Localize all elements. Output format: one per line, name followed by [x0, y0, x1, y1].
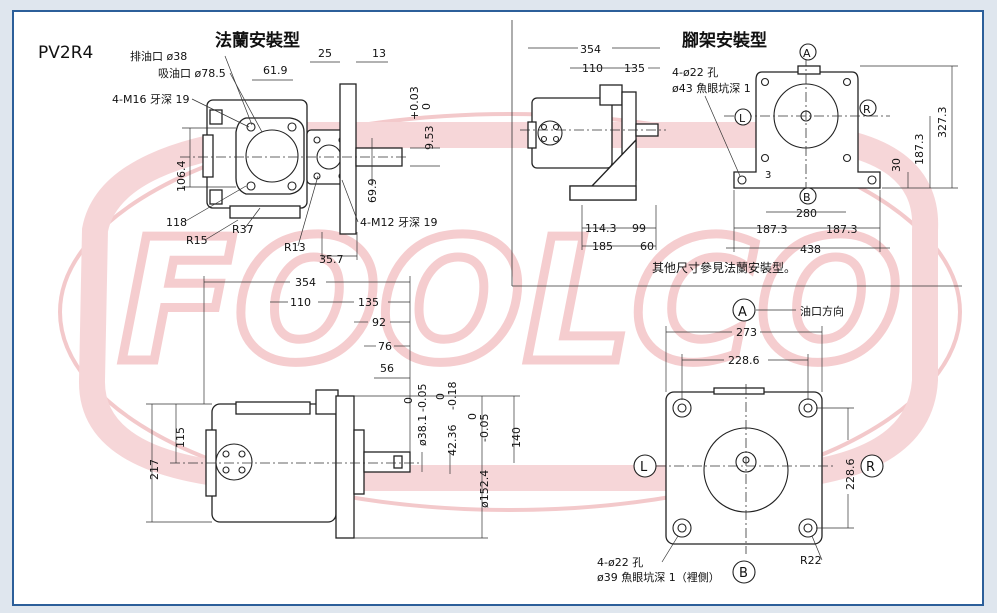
dim-69-9: 69.9 [366, 179, 379, 204]
foot-port-b: B [803, 191, 811, 204]
foot-dim-327-3: 327.3 [936, 107, 949, 139]
suction-port-label: 吸油口 ø78.5 [158, 66, 226, 80]
foot-dim-280: 280 [796, 207, 817, 220]
end-counterbore-label: ø39 魚眼坑深 1（裡側） [597, 570, 720, 584]
side-shaft-tol-lo: -0.05 [416, 384, 429, 412]
side-view: 354 110 135 92 76 56 217 115 0 -0.05 ø38… [146, 276, 523, 539]
side-dim-354: 354 [295, 276, 316, 289]
end-port-b: B [739, 566, 748, 581]
side-pilot-dia: ø152.4 [478, 470, 491, 508]
side-dim-115: 115 [174, 427, 187, 448]
foot-port-a: A [803, 47, 811, 60]
foot-dim-110: 110 [582, 62, 603, 75]
foot-port-l: L [739, 112, 746, 125]
foot-dim-135: 135 [624, 62, 645, 75]
foot-dim-185: 185 [592, 240, 613, 253]
dim-106-4: 106.4 [175, 161, 188, 193]
foot-dim-60: 60 [640, 240, 654, 253]
flange-mount-title: 法蘭安裝型 [215, 30, 300, 51]
foot-dim-187-3-v: 187.3 [913, 134, 926, 166]
foot-dim-99: 99 [632, 222, 646, 235]
side-key-dim: 42.36 [446, 425, 459, 457]
side-dim-110: 110 [290, 296, 311, 309]
foot-dim-3: 3 [765, 170, 771, 181]
foot-counterbore-label: ø43 魚眼坑深 1 [672, 81, 751, 95]
watermark-text: FOOLCO [119, 203, 902, 401]
end-view: A 油口方向 273 228.6 L R 228.6 R22 4-ø22 孔 ø… [597, 298, 884, 584]
dim-r13: R13 [284, 241, 306, 254]
side-dim-140: 140 [510, 427, 523, 448]
end-port-a: A [738, 305, 747, 320]
discharge-port-label: 排油口 ø38 [130, 49, 187, 63]
foot-port-r: R [863, 103, 871, 116]
end-port-r: R [866, 460, 875, 475]
end-port-l: L [640, 460, 648, 475]
side-dim-56: 56 [380, 362, 394, 375]
side-dim-76: 76 [378, 340, 392, 353]
dim-9-53: 9.53 [423, 126, 436, 151]
side-dim-92: 92 [372, 316, 386, 329]
side-pilot-tol-lo: -0.05 [478, 414, 491, 442]
tol-lower: 0 [420, 103, 433, 110]
dim-r15: R15 [186, 234, 208, 247]
tapped-holes-small-label: 4-M12 牙深 19 [360, 216, 437, 229]
side-dim-135: 135 [358, 296, 379, 309]
foot-dim-354: 354 [580, 43, 601, 56]
flange-mount-view: 法蘭安裝型 排油口 ø38 吸油口 ø78.5 4-M16 牙深 19 61.9… [112, 30, 440, 266]
foot-dim-438: 438 [800, 243, 821, 256]
end-holes-label: 4-ø22 孔 [597, 556, 643, 569]
model-label: PV2R4 [38, 43, 93, 63]
dim-118: 118 [166, 216, 187, 229]
end-dim-228-6-h: 228.6 [728, 354, 760, 367]
end-dim-r22: R22 [800, 554, 822, 567]
side-shaft-dia: ø38.1 [416, 415, 429, 446]
side-shaft-tol-hi: 0 [402, 397, 415, 404]
end-dim-228-6-v: 228.6 [844, 459, 857, 491]
foot-dim-187-3b: 187.3 [826, 223, 858, 236]
foot-mount-view: 腳架安裝型 354 110 135 114.3 99 185 60 [511, 20, 962, 287]
side-dim-217: 217 [148, 459, 161, 480]
dim-13: 13 [372, 47, 386, 60]
foot-note: 其他尺寸參見法蘭安裝型。 [652, 260, 796, 275]
side-pilot-tol-hi: 0 [466, 413, 479, 420]
dim-r37: R37 [232, 223, 254, 236]
dim-25: 25 [318, 47, 332, 60]
foot-dim-187-3a: 187.3 [756, 223, 788, 236]
foot-dim-30: 30 [890, 158, 903, 172]
dim-61-9: 61.9 [263, 64, 288, 77]
foot-holes-label: 4-ø22 孔 [672, 66, 718, 79]
tol-upper: +0.03 [408, 86, 421, 120]
dim-35-7: 35.7 [319, 253, 344, 266]
end-dim-273: 273 [736, 326, 757, 339]
end-port-direction: 油口方向 [800, 304, 844, 318]
watermark-logo: FOOLCO [58, 112, 962, 512]
tapped-holes-large-label: 4-M16 牙深 19 [112, 93, 189, 106]
side-key-tol-hi: 0 [434, 393, 447, 400]
foot-dim-114-3: 114.3 [585, 222, 617, 235]
foot-mount-title: 腳架安裝型 [682, 30, 767, 51]
